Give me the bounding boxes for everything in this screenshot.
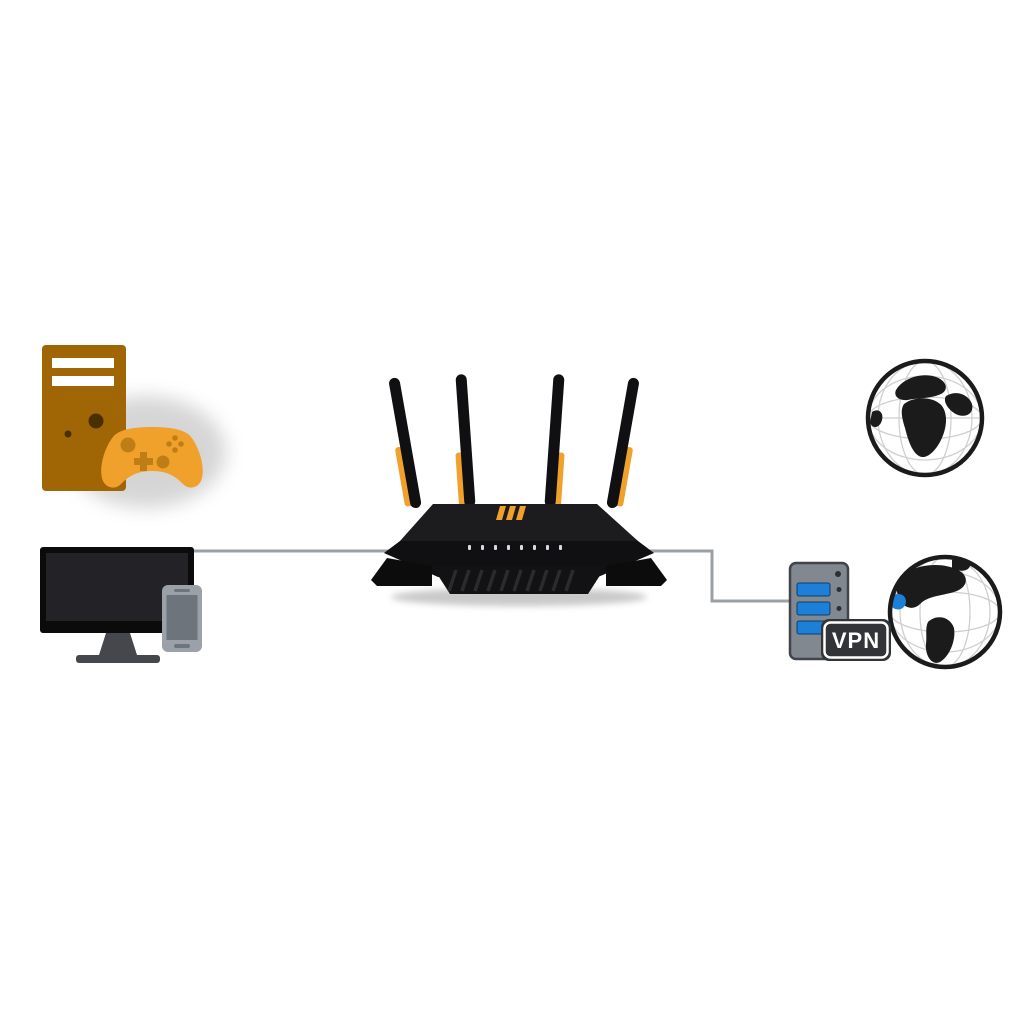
gaming-pc-group: [42, 345, 226, 508]
phone-home-bar: [174, 644, 190, 648]
router-status-leds: [468, 545, 562, 550]
router-right-wing: [606, 558, 667, 586]
router-antenna-3: [544, 374, 565, 508]
internet-globe-icon: [865, 358, 985, 478]
wifi-router-icon: [371, 374, 667, 606]
smartphone-icon: [162, 585, 202, 652]
router-antenna-2: [455, 374, 476, 508]
router-antenna-4: [606, 377, 639, 509]
connection-line-router-to-vpn: [635, 549, 805, 603]
monitor-stand-base: [76, 655, 160, 663]
router-vent-slats: [447, 569, 575, 592]
vpn-globe-continents: [896, 558, 970, 663]
tower-led-dot: [64, 430, 72, 438]
game-controller-icon: [101, 427, 203, 488]
phone-speaker: [174, 589, 190, 592]
controller-left-stick: [120, 437, 136, 453]
router-logo-emblem: [496, 506, 526, 520]
globe-continents: [870, 375, 973, 458]
vpn-badge: VPN: [821, 619, 891, 661]
tower-power-button: [88, 413, 104, 429]
client-devices-group: [40, 547, 202, 663]
router-left-wing: [371, 558, 432, 586]
vpn-location-marker: [891, 594, 906, 610]
vpn-badge-label: VPN: [832, 628, 880, 653]
router-antenna-1: [389, 377, 422, 509]
tower-vent-stripe: [52, 358, 114, 368]
vpn-globe-icon: [887, 554, 1003, 670]
controller-dpad: [134, 452, 153, 471]
phone-screen: [166, 595, 198, 640]
controller-abxy-buttons: [166, 435, 184, 453]
connection-lines: [170, 549, 805, 603]
vpn-group: VPN: [788, 554, 1003, 670]
controller-right-stick: [156, 455, 170, 469]
tower-vent-stripe: [52, 376, 114, 386]
monitor-icon: [40, 547, 194, 663]
monitor-stand-neck: [99, 633, 137, 655]
server-status-dot: [835, 571, 841, 577]
